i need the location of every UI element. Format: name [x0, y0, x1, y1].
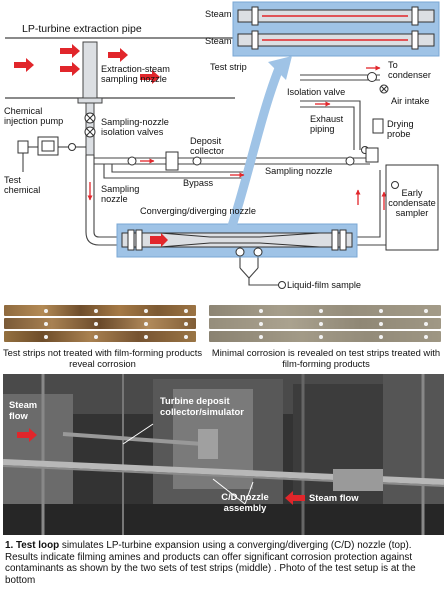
cd-nozzle-body	[121, 229, 353, 257]
label-lp-pipe: LP-turbine extraction pipe	[22, 23, 142, 35]
photo-scene	[3, 374, 444, 535]
strip-treated-3	[209, 331, 441, 342]
flow-markers	[87, 65, 387, 210]
test-strips-panel	[0, 303, 447, 344]
photo-label-deposit-collector: Turbine deposit collector/simulator	[160, 395, 244, 417]
test-strips-in-pipe	[262, 15, 408, 41]
label-deposit-collector: Deposit collector	[190, 136, 225, 156]
cd-flow-arrow	[150, 233, 168, 247]
zoom-arrow-head	[268, 56, 292, 80]
label-exhaust-piping: Exhaust piping	[310, 114, 344, 134]
sampling-nozzle-valves	[84, 112, 96, 138]
label-sampling-nozzle-left: Sampling nozzle	[101, 184, 140, 204]
label-isolation-valve: Isolation valve	[287, 87, 346, 97]
label-steam-top1: Steam	[205, 9, 232, 19]
caption-untreated-strips: Test strips not treated with film-formin…	[2, 347, 203, 369]
drying-probe	[365, 118, 384, 163]
strip-treated-2	[209, 318, 441, 329]
photo-label-steam-flow-right: Steam flow	[309, 492, 359, 503]
photo-label-steam-flow-left: Steam flow	[9, 399, 38, 421]
treated-strips	[207, 303, 445, 344]
label-test-strip: Test strip	[210, 62, 247, 72]
isolation-valve	[345, 72, 389, 166]
figure-caption: 1. Test loop simulates LP-turbine expans…	[5, 540, 443, 586]
label-chemical-pump: Chemical injection pump	[4, 106, 64, 126]
zoom-arrow	[227, 64, 285, 228]
test-setup-photo: Steam flow Turbine deposit collector/sim…	[3, 374, 444, 535]
lp-turbine-pipe	[5, 37, 235, 99]
label-liquid-film: Liquid-film sample	[287, 280, 362, 290]
label-sampling-valves: Sampling-nozzle isolation valves	[101, 117, 169, 137]
label-test-chemical: Test chemical	[4, 175, 41, 195]
caption-treated-strips: Minimal corrosion is revealed on test st…	[211, 347, 441, 369]
deposit-collector	[127, 151, 202, 171]
chemical-injection-pump	[17, 136, 86, 172]
test-loop-diagram	[5, 1, 440, 289]
label-drying-probe: Drying probe	[387, 119, 414, 139]
corroded-strips	[0, 303, 200, 344]
liquid-film-valve	[278, 281, 286, 289]
label-early-condensate: Early condensate sampler	[388, 188, 436, 218]
label-steam-top2: Steam	[205, 36, 232, 46]
label-cd-nozzle: Converging/diverging nozzle	[140, 206, 256, 216]
label-sampling-nozzle-mid: Sampling nozzle	[265, 166, 333, 176]
extraction-nozzle	[77, 41, 103, 156]
label-to-condenser: To condenser	[388, 60, 431, 80]
main-loop-piping	[85, 74, 389, 286]
label-extraction-nozzle: Extraction-steam sampling nozzle	[101, 64, 170, 84]
strip-treated-1	[209, 305, 441, 316]
label-air-intake: Air intake	[391, 96, 430, 106]
caption-text: simulates LP-turbine expansion using a c…	[5, 540, 416, 586]
photo-label-cd-assembly: C/D nozzle assembly	[221, 491, 269, 513]
caption-number: 1. Test loop	[5, 540, 60, 551]
strip-corroded-2	[4, 318, 196, 329]
strip-corroded-3	[4, 331, 196, 342]
early-condensate-sampler	[385, 164, 439, 251]
strip-corroded-1	[4, 305, 196, 316]
steam-flow-arrows-lp	[14, 44, 160, 84]
label-bypass: Bypass	[183, 178, 214, 188]
